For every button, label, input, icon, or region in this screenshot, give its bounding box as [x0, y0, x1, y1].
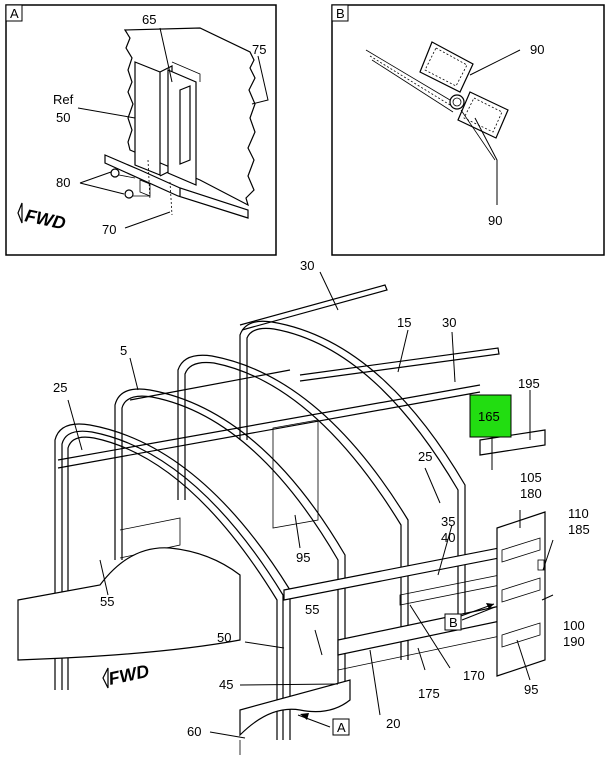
fwd-arrow-icon-main — [102, 667, 109, 689]
label-30-top: 30 — [300, 258, 314, 273]
label-5: 5 — [120, 343, 127, 358]
label-60: 60 — [187, 724, 201, 739]
label-ref-50: 50 — [56, 110, 70, 125]
detail-b-drawing — [365, 41, 509, 161]
label-55-mid: 55 — [305, 602, 319, 617]
label-90-top: 90 — [530, 42, 544, 57]
callout-b-letter: B — [449, 615, 458, 630]
label-75: 75 — [252, 42, 266, 57]
label-175: 175 — [418, 686, 440, 701]
label-105: 105 — [520, 470, 542, 485]
label-70: 70 — [102, 222, 116, 237]
detail-a-panel: A 65 — [5, 4, 277, 256]
fwd-label-main: FWD — [107, 661, 151, 689]
callout-b-box — [444, 613, 462, 631]
label-45: 45 — [219, 677, 233, 692]
label-35: 35 — [441, 514, 455, 529]
detail-a-drawing — [104, 27, 256, 219]
label-95-mid: 95 — [296, 550, 310, 565]
callout-a-letter: A — [337, 720, 346, 735]
label-165: 165 — [478, 409, 500, 424]
label-ref: Ref — [53, 92, 74, 107]
label-25-left: 25 — [53, 380, 67, 395]
detail-b-panel: B 90 90 — [331, 4, 605, 256]
label-100: 100 — [563, 618, 585, 633]
detail-a-letter: A — [10, 6, 19, 21]
label-185: 185 — [568, 522, 590, 537]
label-15: 15 — [397, 315, 411, 330]
detail-b-letter: B — [336, 6, 345, 21]
label-80: 80 — [56, 175, 70, 190]
label-55-left: 55 — [100, 594, 114, 609]
label-95-bottom: 95 — [524, 682, 538, 697]
label-90-bottom: 90 — [488, 213, 502, 228]
label-195: 195 — [518, 376, 540, 391]
callout-a-box — [332, 718, 350, 736]
label-110: 110 — [568, 506, 589, 521]
label-30-right: 30 — [442, 315, 456, 330]
main-assembly-drawing — [17, 284, 546, 755]
highlight-165-box — [469, 394, 512, 438]
label-180: 180 — [520, 486, 542, 501]
label-190: 190 — [563, 634, 585, 649]
fwd-arrow-icon — [17, 202, 23, 224]
label-20: 20 — [386, 716, 400, 731]
label-170: 170 — [463, 668, 485, 683]
label-40: 40 — [441, 530, 455, 545]
label-50: 50 — [217, 630, 231, 645]
label-25-mid: 25 — [418, 449, 432, 464]
label-65-a: 65 — [142, 12, 156, 27]
